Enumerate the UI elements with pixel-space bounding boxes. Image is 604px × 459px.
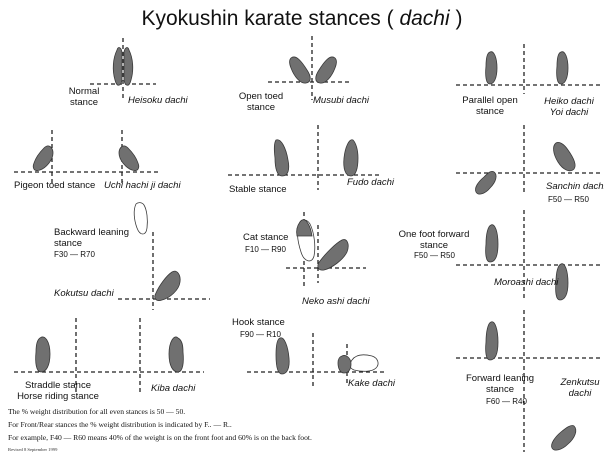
label-uchi-hachi-ji: Uchi hachi ji dachi [104, 180, 181, 191]
label-hook-weight: F90 — R10 [240, 330, 281, 339]
label-forward-weight: F60 — R40 [486, 397, 527, 406]
footnote-2: For Front/Rear stances the % weight dist… [8, 420, 232, 429]
diagram-fudo [228, 125, 380, 190]
label-hook-en: Hook stance [232, 317, 285, 328]
diagram-moroashi [456, 210, 600, 301]
diagram-neko-ashi [286, 212, 366, 286]
foot-front [485, 321, 499, 361]
label-stable-en: Stable stance [229, 184, 287, 195]
title-italic: dachi [399, 7, 450, 30]
label-cat-en: Cat stance [243, 232, 289, 243]
label-cat-weight: F10 — R90 [245, 245, 286, 254]
foot-front [154, 270, 181, 301]
foot-left [289, 56, 311, 84]
foot-right [168, 336, 184, 373]
foot-left [112, 47, 123, 86]
label-neko-ashi: Neko ashi dachi [302, 296, 370, 307]
foot-right [556, 51, 569, 85]
label-pigeon-en: Pigeon toed stance [14, 180, 96, 191]
footnote-1: The % weight distribution for all even s… [8, 407, 186, 416]
foot-front-toe [296, 219, 313, 237]
label-kokutsu: Kokutsu dachi [54, 288, 114, 299]
foot-rear [475, 170, 497, 195]
title-end: ) [455, 7, 463, 30]
foot-right [118, 145, 140, 171]
foot-front [553, 142, 576, 172]
diagram-uchi-hachi-ji [14, 130, 160, 185]
foot-right [123, 47, 134, 86]
label-backward-weight: F30 — R70 [54, 250, 95, 259]
label-fudo: Fudo dachi [347, 177, 395, 188]
foot-right [343, 139, 359, 177]
label-musubi: Musubi dachi [313, 95, 369, 106]
foot-rear [551, 425, 577, 451]
foot-left [35, 336, 51, 373]
label-heisoku: Heisoku dachi [128, 95, 188, 106]
foot-rear-outline [349, 354, 379, 372]
diagram-heiko [456, 44, 600, 94]
revised-date: Revised 8 September 1999 [8, 447, 58, 452]
label-kake: Kake dachi [348, 378, 396, 389]
label-kiba: Kiba dachi [151, 383, 196, 394]
foot-left [273, 139, 290, 177]
foot-rear [317, 239, 349, 271]
foot-front [485, 224, 499, 263]
label-sanchin-weight: F50 — R50 [548, 195, 589, 204]
foot-rear-outline [133, 202, 148, 235]
foot-front [275, 337, 290, 375]
diagram-heisoku [90, 38, 156, 100]
label-one-foot-weight: F50 — R50 [414, 251, 455, 260]
label-sanchin: Sanchin dachi [546, 181, 604, 192]
foot-right [315, 56, 337, 84]
foot-rear-ball [337, 355, 352, 374]
page-title: Kyokushin karate stances ( dachi ) [0, 7, 604, 31]
diagram-musubi [268, 36, 352, 100]
diagram-kokutsu [118, 202, 210, 310]
label-moroashi: Moroashi dachi [494, 277, 559, 288]
foot-left [32, 145, 54, 171]
foot-rear [555, 263, 569, 301]
diagram-kiba [14, 318, 204, 392]
diagram-kake [247, 333, 385, 386]
title-main: Kyokushin karate stances ( [141, 7, 394, 30]
diagram-zenkutsu [456, 310, 600, 452]
diagram-sanchin [456, 125, 600, 195]
footnote-3: For example, F40 — R60 means 40% of the … [8, 433, 312, 442]
foot-left [485, 51, 498, 85]
